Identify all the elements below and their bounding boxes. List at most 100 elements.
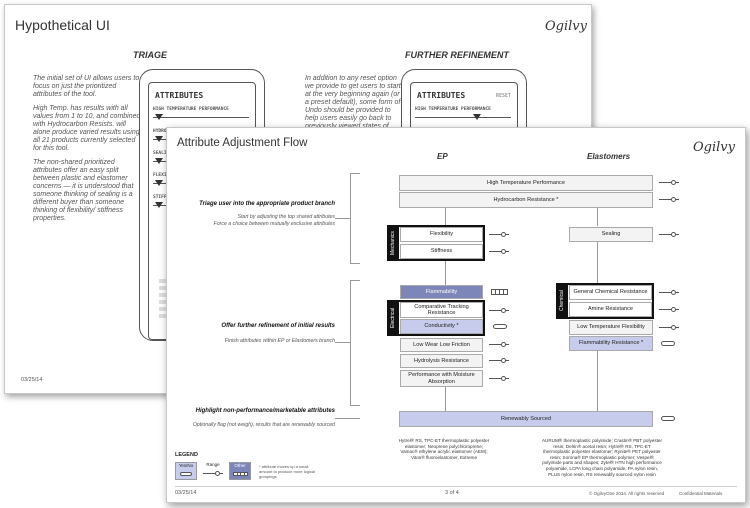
confidential-text: Confidential Materials [679,491,723,496]
note-line: resin; Sorona® EP thermoplastic polymer;… [550,454,654,460]
ep-column-heading: EP [437,152,448,161]
range-slider[interactable] [489,376,509,381]
yes-no-toggle[interactable] [661,416,675,421]
attribute-slider[interactable] [415,114,511,120]
front-slide-title: Attribute Adjustment Flow [177,137,308,149]
note-line: Vamac® ethylene acrylic elastomer (AEM); [400,449,488,455]
low-temperature-flexibility-box[interactable]: Low Temperature Flexibility [569,320,653,335]
attribute-slider[interactable] [153,114,249,120]
note-line: polyamide, LCPA long chain polyamide, PA… [545,465,659,471]
triage-section-text: Start by adjusting the top shared attrib… [167,214,335,227]
legend-label: Yes/No [178,463,194,468]
section-bracket [350,280,351,405]
back-slide-date: 03/25/14 [21,377,43,383]
ogilvy-logo: Ogilvy [545,19,587,34]
elastomers-column-heading: Elastomers [587,152,631,161]
flammability-box[interactable]: Flammability [400,285,483,299]
yes-no-toggle[interactable] [493,324,507,329]
multi-choice-toggle[interactable] [491,289,508,295]
range-slider[interactable] [659,325,679,330]
section-line: Force a choice between mutually exclusiv… [213,220,335,227]
note-line: PLUS nylon resin, RS renewably sourced n… [548,471,656,477]
multi-choice-icon [233,472,248,476]
legend-range: Range [201,462,225,480]
legend-yes-no: Yes/No [175,462,197,480]
performance-moisture-absorption-box[interactable]: Performance with Moisture Absorption [400,370,483,387]
stiffness-box[interactable]: Stiffness [400,244,483,259]
attributes-header: ATTRIBUTES [417,91,466,100]
legend-other: Other [229,462,251,480]
section-bracket [350,173,360,174]
attribute-label: HIGH TEMPERATURE PERFORMANCE [415,107,491,112]
triage-heading: TRIAGE [133,50,168,60]
range-slider[interactable] [659,180,679,185]
section-line: Finish attributes within EP or Elastomer… [224,338,335,344]
hydrolysis-resistance-box[interactable]: Hydrolysis Resistance [400,354,483,368]
range-slider[interactable] [659,290,679,295]
low-wear-low-friction-box[interactable]: Low Wear Low Friction [400,338,483,352]
triage-paragraph: High Temp. has results with all values f… [33,105,141,152]
front-slide: Attribute Adjustment Flow Ogilvy EP Elas… [166,127,746,503]
slider-icon [203,471,223,476]
legend-label: Other [234,463,246,468]
attribute-label: STIFFNESS [153,195,177,200]
attributes-header: ATTRIBUTES [155,91,204,100]
copyright-text: © OgilvyOne 2014. All rights reserved [589,491,665,496]
legend-label: Range [206,462,220,467]
note-line: AURUM® thermoplastic polyimide; Crastin®… [541,438,663,443]
general-chemical-resistance-box[interactable]: General Chemical Resistance [569,285,652,300]
yes-no-toggle[interactable] [661,341,675,346]
electrical-label: Electrical [387,300,399,336]
range-slider[interactable] [489,358,509,363]
page-number: 3 of 4 [445,490,459,496]
section-line: Start by adjusting the top shared attrib… [237,214,335,220]
renewably-sourced-box[interactable]: Renewably Sourced [399,411,653,427]
hydrocarbon-resistance-box[interactable]: Hydrocarbon Resistance * [399,192,653,208]
flow-connector [597,351,598,411]
refinement-section-title: Offer further refinement of initial resu… [221,323,335,329]
amine-resistance-box[interactable]: Amine Resistance [569,302,652,317]
range-slider[interactable] [489,308,509,313]
chemical-label: Chemical [556,283,568,319]
flow-connector [445,387,446,411]
note-line: elastomer; Neoprene polychloroprene; [404,443,484,449]
legend-note: * attribute moves up a small amount to p… [259,464,316,479]
attribute-label: SEALING [153,151,172,156]
range-slider[interactable] [659,232,679,237]
note-line: resin; Delrin® acetal resin; Hytrel® RS,… [553,443,651,449]
range-slider[interactable] [659,307,679,312]
elastomers-products-note: AURUM® thermoplastic polyimide; Crastin®… [527,438,677,477]
section-bracket [335,218,350,219]
ogilvy-logo: Ogilvy [693,140,735,155]
conductivity-box[interactable]: Conductivity * [400,319,483,334]
triage-paragraph: The initial set of UI allows users to fo… [33,75,140,98]
flow-connector [597,242,598,285]
section-bracket [350,263,360,264]
range-slider[interactable] [489,249,509,254]
ep-products-note: Hytrel® RS, TPC-ET thermoplastic polyest… [385,438,503,460]
triage-paragraph: The non-shared prioritized attributes of… [33,159,134,222]
reset-button[interactable]: RESET [495,93,511,99]
range-slider[interactable] [489,342,509,347]
flow-connector [597,208,598,226]
section-bracket [335,418,360,419]
range-slider[interactable] [489,232,509,237]
sealing-box[interactable]: Sealing [569,227,653,242]
flammability-resistance-box[interactable]: Flammability Resistance * [569,336,653,351]
flow-connector [445,208,446,226]
flexibility-box[interactable]: Flexibility [400,227,483,242]
section-bracket [335,342,350,343]
flow-connector [445,261,446,285]
highlight-section-text: Optionally flag (not weigh), results tha… [167,422,335,429]
footer-divider [175,486,737,487]
refinement-section-text: Finish attributes within EP or Elastomer… [167,338,335,345]
mechanics-label: Mechanics [387,225,399,261]
high-temperature-performance-box[interactable]: High Temperature Performance [399,175,653,191]
attribute-label: HIGH TEMPERATURE PERFORMANCE [153,107,229,112]
section-bracket [350,280,360,281]
range-slider[interactable] [659,197,679,202]
triage-section-title: Triage user into the appropriate product… [199,201,335,207]
note-line: Viton® fluoroelastomer, Extreme [410,454,478,460]
highlight-section-title: Highlight non-performance/marketable att… [195,408,335,414]
comparative-tracking-resistance-box[interactable]: Comparative Tracking Resistance [400,302,483,318]
